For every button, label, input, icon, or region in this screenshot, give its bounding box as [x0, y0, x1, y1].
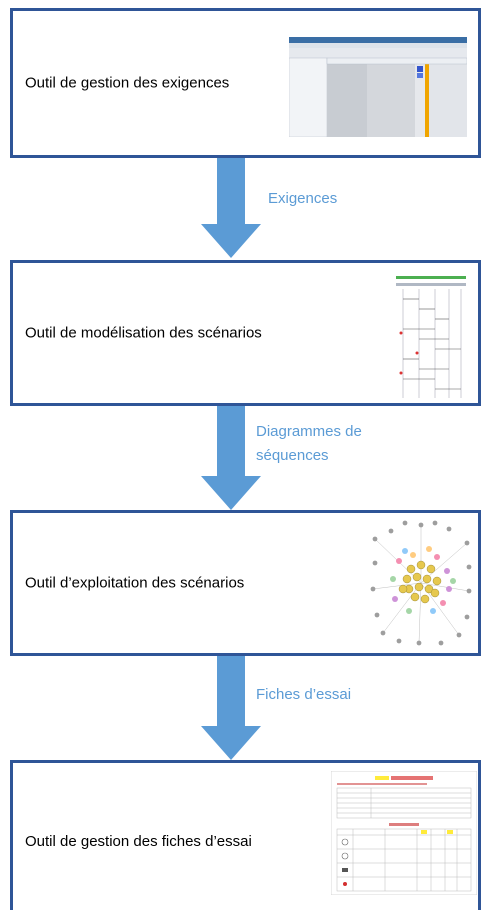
step-box-exploitation: Outil d’exploitation des scénarios — [10, 510, 481, 656]
step-box-modeling: Outil de modélisation des scénarios — [10, 260, 481, 406]
step-label: Outil de gestion des fiches d’essai — [25, 833, 252, 850]
connector-label: Diagrammes de séquences — [256, 423, 362, 464]
step-label: Outil d’exploitation des scénarios — [25, 574, 245, 592]
test-sheet-screenshot-icon — [331, 771, 477, 895]
connector-label: Exigences — [268, 190, 338, 207]
step-label: Outil de gestion des exigences — [25, 74, 230, 92]
step-label: Outil de modélisation des scénarios — [25, 324, 262, 342]
step-box-test-sheets: Outil de gestion des fiches d’essai — [10, 760, 481, 910]
network-graph-screenshot-icon — [369, 519, 473, 647]
down-arrow-icon — [201, 158, 261, 258]
down-arrow-icon — [201, 656, 261, 760]
step-box-requirements: Outil de gestion des exigences — [10, 8, 481, 158]
down-arrow-icon — [201, 406, 261, 510]
requirements-tool-screenshot-icon — [289, 37, 467, 137]
connector-label: Fiches d’essai — [256, 686, 352, 703]
sequence-diagram-screenshot-icon — [393, 273, 469, 403]
